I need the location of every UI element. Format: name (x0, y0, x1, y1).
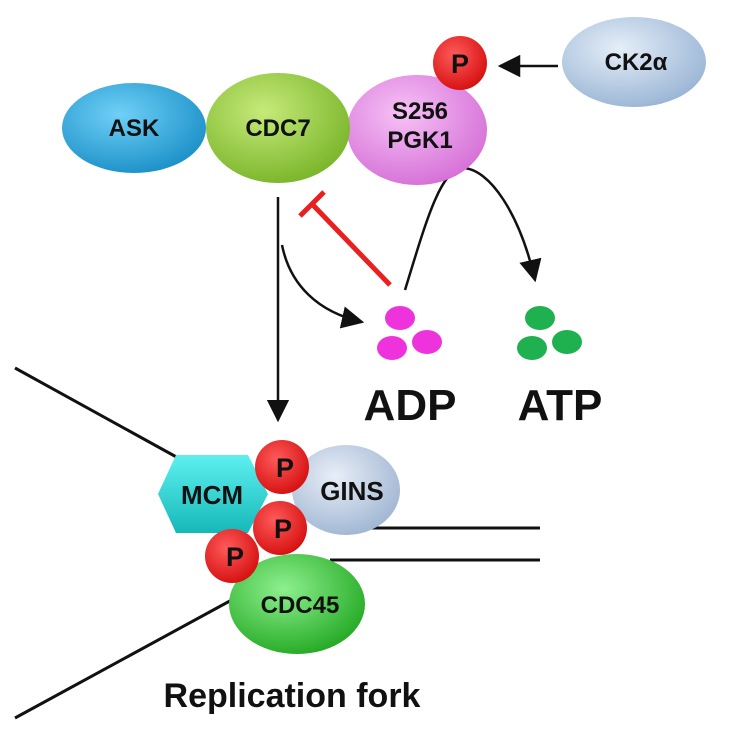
cdc45-label: CDC45 (261, 592, 340, 619)
caption-replication-fork: Replication fork (164, 677, 421, 715)
ask-label: ASK (109, 115, 160, 142)
ck2a-label: CK2α (605, 49, 668, 76)
svg-text:P: P (274, 514, 292, 544)
mcm-label: MCM (181, 480, 243, 510)
svg-text:P: P (276, 453, 294, 483)
arrow-cdc7-to-adp (280, 244, 365, 329)
pgk1-label: PGK1 (387, 127, 452, 154)
gins-label: GINS (320, 476, 384, 506)
phospho-pgk1: P (433, 36, 487, 90)
adp-dots (377, 306, 442, 360)
arrow-pgk1-adp-to-atp (403, 166, 542, 291)
pgk1-protein (347, 75, 487, 185)
svg-text:P: P (451, 49, 469, 79)
atp-label: ATP (518, 381, 603, 430)
atp-dots (517, 306, 582, 360)
inhibition-adp-to-cdc7 (298, 190, 392, 287)
ask-protein (62, 83, 206, 173)
adp-label: ADP (364, 381, 457, 430)
cdc7-label: CDC7 (245, 115, 310, 142)
cdc7-protein (206, 73, 350, 183)
cdc45-protein (229, 554, 365, 654)
svg-text:P: P (226, 542, 244, 572)
phospho-mcm-gins: P (255, 440, 309, 494)
phospho-cdc45: P (205, 529, 259, 583)
dna-strand-upper-left (14, 366, 201, 472)
pgk1-site-label: S256 (392, 98, 448, 125)
ck2a-protein (562, 17, 706, 107)
mcm-protein (158, 455, 268, 533)
dna-strand-lower-left (14, 588, 251, 720)
phospho-mcm-cdc45: P (253, 501, 307, 555)
gins-protein (292, 445, 400, 535)
